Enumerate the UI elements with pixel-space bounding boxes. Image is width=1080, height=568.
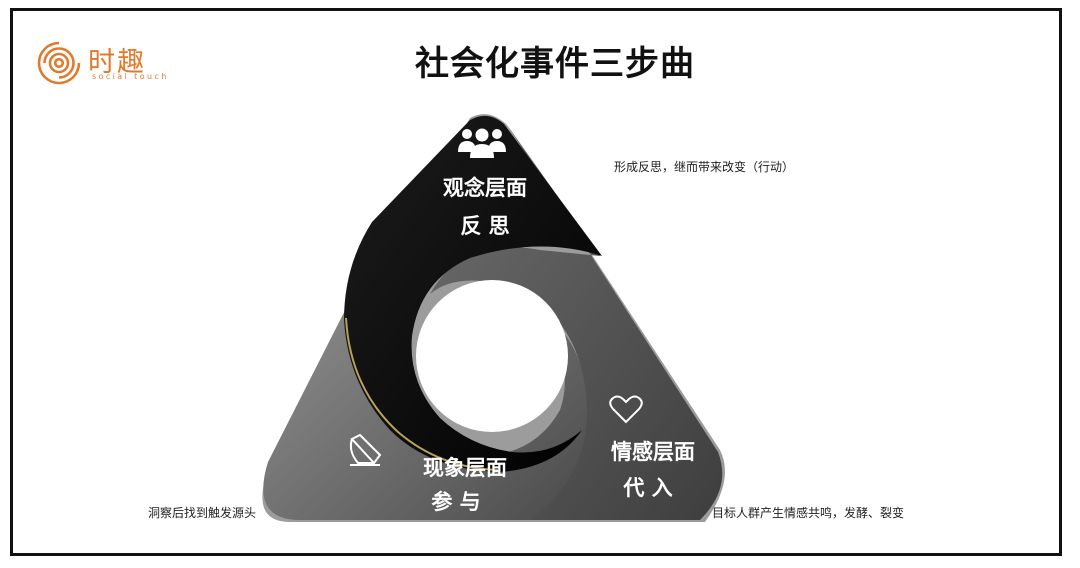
phenomenon-note: 洞察后找到触发源头: [148, 506, 257, 520]
center-hole: [416, 280, 568, 432]
emotion-sub: 代 入: [623, 475, 673, 500]
segment-emotion: [430, 122, 723, 520]
page-title: 社会化事件三步曲: [415, 44, 695, 84]
concept-heading: 观念层面: [443, 175, 527, 200]
logo-name: 时趣: [88, 47, 146, 78]
concept-note: 形成反思，继而带来改变（行动）: [614, 160, 795, 174]
megaphone-icon: [349, 433, 382, 466]
segment-phenomenon: [263, 218, 587, 520]
phenomenon-heading: 现象层面: [423, 455, 507, 480]
logo: 时趣 social touch: [36, 40, 186, 86]
swirl-accent: [345, 317, 499, 471]
logo-subtitle: social touch: [92, 72, 169, 81]
heart-icon: [609, 395, 643, 424]
phenomenon-sub: 参 与: [431, 489, 481, 514]
people-icon: [458, 128, 506, 158]
logo-swirl-icon: [37, 41, 81, 85]
emotion-heading: 情感层面: [611, 439, 695, 464]
segment-concept: [344, 115, 602, 472]
concept-sub: 反 思: [460, 213, 510, 238]
emotion-note: 目标人群产生情感共鸣，发酵、裂变: [712, 506, 905, 520]
